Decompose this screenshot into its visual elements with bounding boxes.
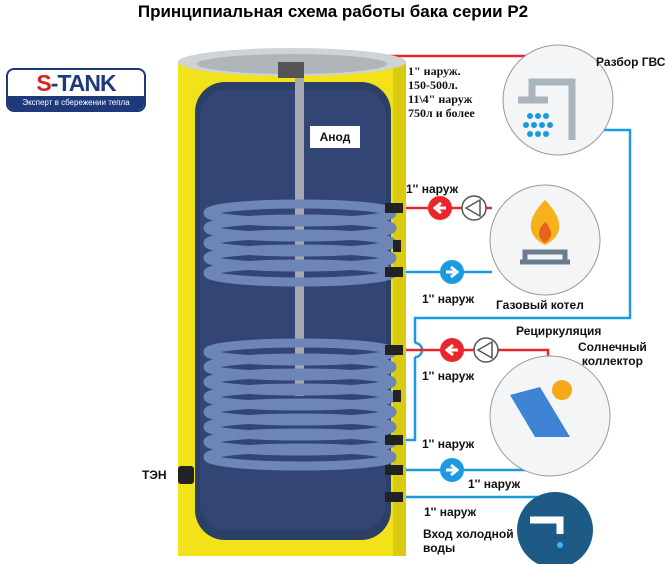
cold-valve-icon (440, 260, 464, 284)
connection-fittings (385, 203, 403, 502)
cold-water-pipe (400, 495, 550, 505)
heater-label: ТЭН (142, 468, 167, 482)
connection-label: 1'' наруж (468, 477, 521, 491)
connection-label: 1'' наруж (422, 437, 475, 451)
connection-label: 1'' наруж (422, 369, 475, 383)
connection-label: 1'' наруж (406, 182, 459, 196)
hot-water-label: Разбор ГВС (596, 55, 666, 69)
hot-valve-icon (440, 338, 464, 362)
page-title: Принципиальная схема работы бака серии Р… (137, 2, 529, 21)
water-tap-icon (517, 492, 593, 564)
shower-icon (502, 44, 614, 156)
pump-icon (461, 195, 487, 221)
gas-boiler-label: Газовый котел (496, 298, 584, 312)
connection-label: 1'' наруж (424, 505, 477, 519)
recirculation-label: Рециркуляция (516, 324, 602, 338)
tank (178, 48, 406, 556)
gas-flame-icon (489, 184, 601, 296)
solar-panel-icon (489, 355, 611, 477)
anode-label-box: Анод (310, 126, 360, 148)
lower-coil (203, 338, 397, 471)
s-tank-logo: S-TANK Эксперт в сбережении тепла (6, 68, 146, 112)
recirculation-pipe (413, 128, 632, 343)
hot-valve-icon (428, 196, 452, 220)
connection-label: 1'' наруж (422, 292, 475, 306)
cold-valve-icon (440, 458, 464, 482)
pump-icon (473, 337, 499, 363)
heater-fitting (178, 466, 194, 484)
